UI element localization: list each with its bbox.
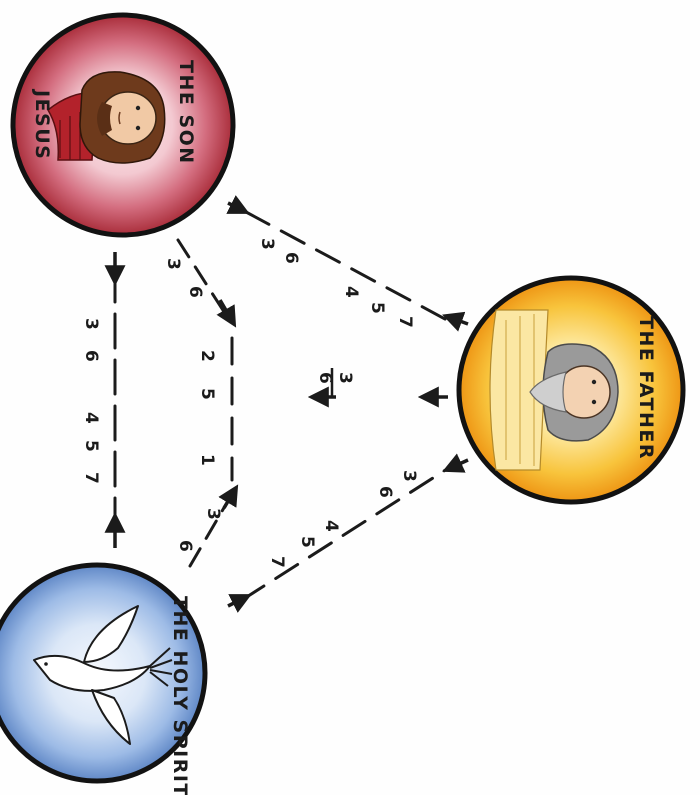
edges bbox=[115, 212, 458, 600]
labels-son-spirit: 3 6 4 5 7 bbox=[81, 318, 101, 484]
labels-son-father: 3 6 4 5 7 bbox=[257, 238, 415, 328]
label-son-spirit-1: 6 bbox=[81, 350, 101, 362]
labels-inner-line: 2 5 1 bbox=[197, 350, 217, 466]
label-spirit-inner-1: 6 bbox=[175, 540, 195, 552]
label-son-spirit-4: 7 bbox=[81, 472, 101, 484]
edge-spirit-father bbox=[242, 462, 458, 600]
label-son-inner-1: 6 bbox=[185, 286, 205, 298]
label-father-spirit-3: 5 bbox=[297, 536, 317, 548]
spirit-title: THE HOLY SPIRIT bbox=[169, 596, 191, 795]
label-son-father-1: 6 bbox=[281, 252, 301, 264]
arrow-inner-top bbox=[220, 300, 234, 324]
edge-son-inner bbox=[178, 240, 228, 318]
arrow-son-right bbox=[228, 203, 246, 212]
label-son-father-4: 7 bbox=[395, 316, 415, 328]
label-father-spirit-0: 3 bbox=[399, 470, 419, 482]
father-title: THE FATHER bbox=[635, 316, 657, 460]
son-subtitle: JESUS bbox=[31, 88, 53, 160]
label-spirit-inner-0: 3 bbox=[203, 508, 223, 520]
arrow-inner-bottom bbox=[224, 488, 236, 508]
label-father-spirit-2: 4 bbox=[321, 520, 341, 532]
label-son-spirit-2: 4 bbox=[81, 412, 101, 424]
label-son-spirit-3: 5 bbox=[81, 440, 101, 452]
arrow-father-upleft bbox=[446, 316, 468, 324]
label-son-father-2: 4 bbox=[341, 286, 361, 298]
labels-son-inner: 3 6 bbox=[163, 258, 205, 298]
arrow-spirit-right bbox=[228, 596, 248, 606]
center-fraction-denominator: 6 bbox=[315, 372, 335, 384]
label-son-father-3: 5 bbox=[367, 302, 387, 314]
label-inner-2: 1 bbox=[197, 454, 217, 466]
label-father-spirit-1: 6 bbox=[375, 486, 395, 498]
node-son: THE SON JESUS bbox=[13, 15, 233, 235]
labels-father-spirit: 3 6 4 5 7 bbox=[267, 470, 419, 568]
label-inner-1: 5 bbox=[197, 388, 217, 400]
label-son-spirit-0: 3 bbox=[81, 318, 101, 330]
label-son-father-0: 3 bbox=[257, 238, 277, 250]
label-son-inner-0: 3 bbox=[163, 258, 183, 270]
center-fraction-numerator: 3 bbox=[335, 372, 355, 384]
label-inner-0: 2 bbox=[197, 350, 217, 362]
edge-son-father bbox=[246, 212, 458, 326]
center-fraction: 3 6 bbox=[315, 368, 355, 398]
son-title: THE SON bbox=[175, 60, 197, 165]
node-father: THE FATHER bbox=[459, 278, 683, 502]
labels-spirit-inner: 3 6 bbox=[175, 508, 223, 552]
label-father-spirit-4: 7 bbox=[267, 556, 287, 568]
node-spirit: THE HOLY SPIRIT bbox=[0, 565, 205, 795]
